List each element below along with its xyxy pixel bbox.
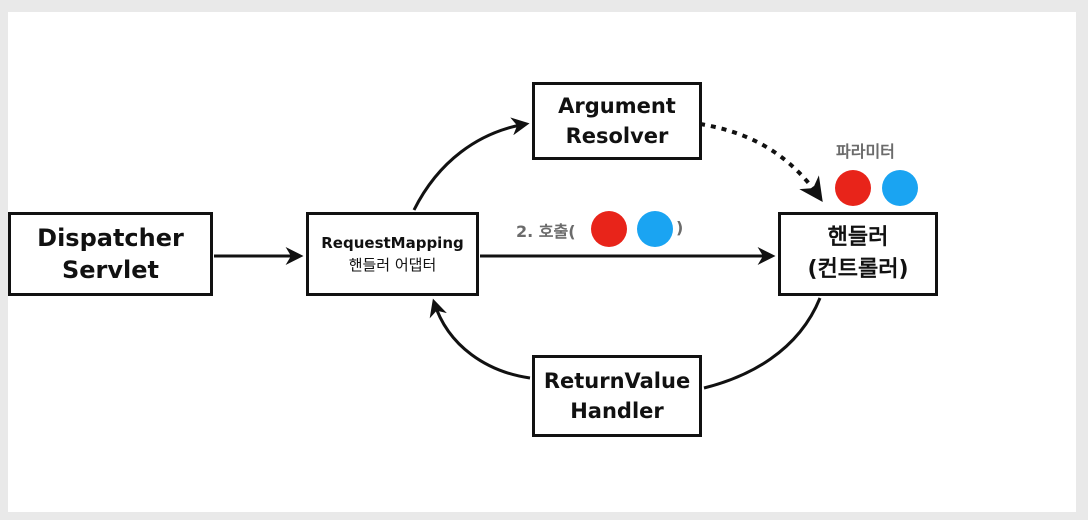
param-red-dot	[835, 170, 871, 206]
dispatcher-line-1: Dispatcher	[37, 224, 184, 252]
arrow-resolver-to-handler-dotted	[699, 122, 823, 202]
dispatcher-line-2: Servlet	[61, 256, 160, 284]
call-red-dot	[591, 211, 627, 247]
return-value-handler-box: ReturnValue Handler	[532, 355, 702, 437]
parameter-label: 파라미터	[836, 142, 895, 161]
handler-line-2: (컨트롤러)	[807, 257, 909, 282]
call-label: 2. 호출(	[516, 222, 576, 241]
resolver-line-2: Resolver	[565, 124, 669, 148]
arrow-returnvalue-to-adapter	[429, 298, 531, 380]
dispatcher-servlet-box: Dispatcher Servlet	[8, 212, 213, 296]
argument-resolver-box: Argument Resolver	[532, 82, 702, 160]
returnvalue-line-1: ReturnValue	[543, 369, 691, 393]
handler-adapter-box: RequestMapping 핸들러 어댑터	[306, 212, 479, 296]
param-blue-dot	[882, 170, 918, 206]
call-blue-dot	[637, 211, 673, 247]
adapter-line-2: 핸들러 어댑터	[348, 256, 437, 274]
resolver-line-1: Argument	[558, 94, 676, 118]
returnvalue-line-2: Handler	[570, 399, 664, 423]
arrow-layer	[214, 117, 823, 390]
diagram-canvas: Dispatcher Servlet RequestMapping 핸들러 어댑…	[8, 12, 1076, 512]
handler-controller-box: 핸들러 (컨트롤러)	[778, 212, 938, 296]
call-close-paren: )	[676, 218, 684, 237]
arrow-handler-to-returnvalue	[703, 297, 822, 390]
adapter-line-1: RequestMapping	[321, 234, 464, 252]
handler-line-1: 핸들러	[827, 225, 889, 250]
arrow-adapter-to-resolver	[412, 117, 530, 211]
